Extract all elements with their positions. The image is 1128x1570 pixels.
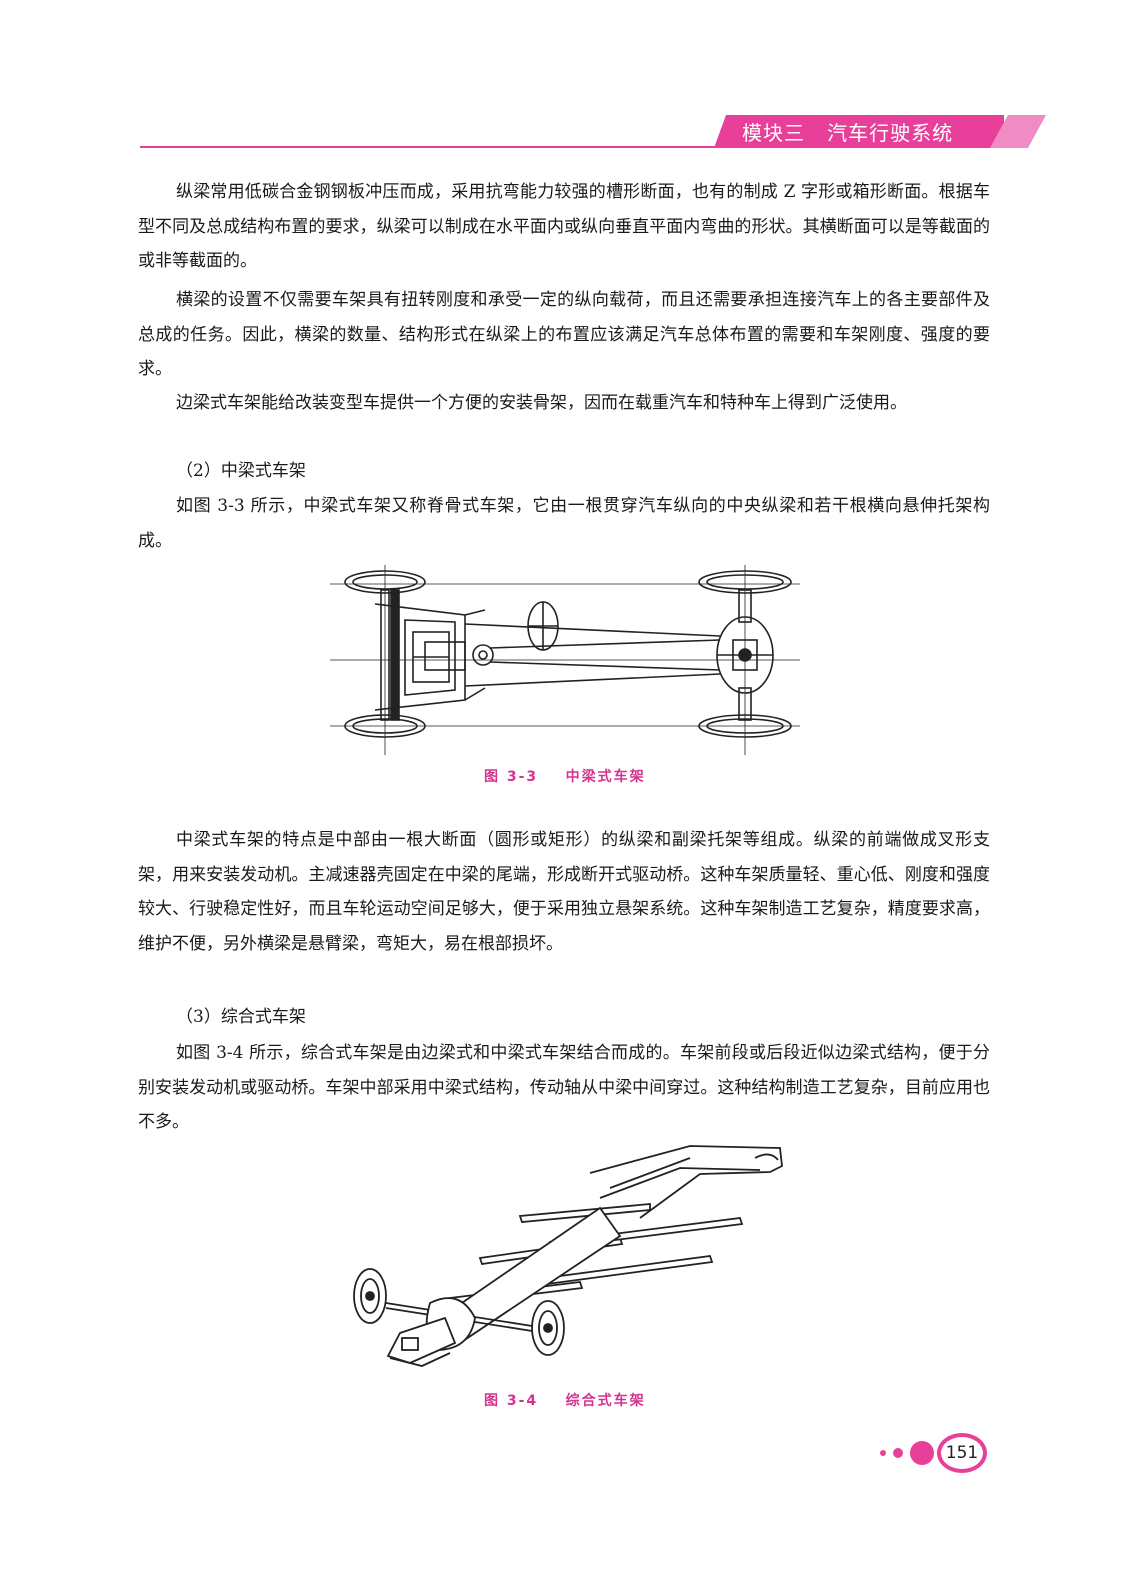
figure-3-3-caption: 图 3-3 中梁式车架	[484, 769, 646, 785]
paragraph-combined-frame: 如图 3-4 所示，综合式车架是由边梁式和中梁式车架结合而成的。车架前段或后段近…	[138, 1043, 990, 1133]
figure-3-4-combined-frame	[353, 1145, 783, 1367]
module-title: 模块三 汽车行驶系统	[742, 121, 954, 145]
paragraph-side-rail-usage: 边梁式车架能给改装变型车提供一个方便的安装骨架，因而在载重汽车和特种车上得到广泛…	[176, 393, 907, 413]
paragraph-central-frame-intro: 如图 3-3 所示，中梁式车架又称脊骨式车架，它由一根贯穿汽车纵向的中央纵梁和若…	[138, 496, 990, 551]
paragraph-central-frame-features: 中梁式车架的特点是中部由一根大断面（圆形或矩形）的纵梁和副梁托架等组成。纵梁的前…	[138, 830, 990, 954]
decor-dot-small	[880, 1450, 886, 1456]
figure-3-3-central-beam-frame	[330, 565, 800, 755]
header-band	[714, 115, 1004, 148]
subheading-combined-frame: （3）综合式车架	[176, 1007, 306, 1027]
paragraph-longitudinal-beam: 纵梁常用低碳合金钢钢板冲压而成，采用抗弯能力较强的槽形断面，也有的制成 Z 字形…	[138, 182, 990, 272]
figure-3-4-caption: 图 3-4 综合式车架	[484, 1393, 646, 1409]
decor-dot-large	[910, 1441, 934, 1465]
paragraph-cross-beam: 横梁的设置不仅需要车架具有扭转刚度和承受一定的纵向载荷，而且还需要承担连接汽车上…	[138, 290, 990, 380]
decor-dot-medium	[893, 1448, 903, 1458]
header-rule	[140, 146, 1006, 148]
subheading-central-frame: （2）中梁式车架	[176, 461, 306, 481]
page-number: 151	[937, 1433, 987, 1473]
